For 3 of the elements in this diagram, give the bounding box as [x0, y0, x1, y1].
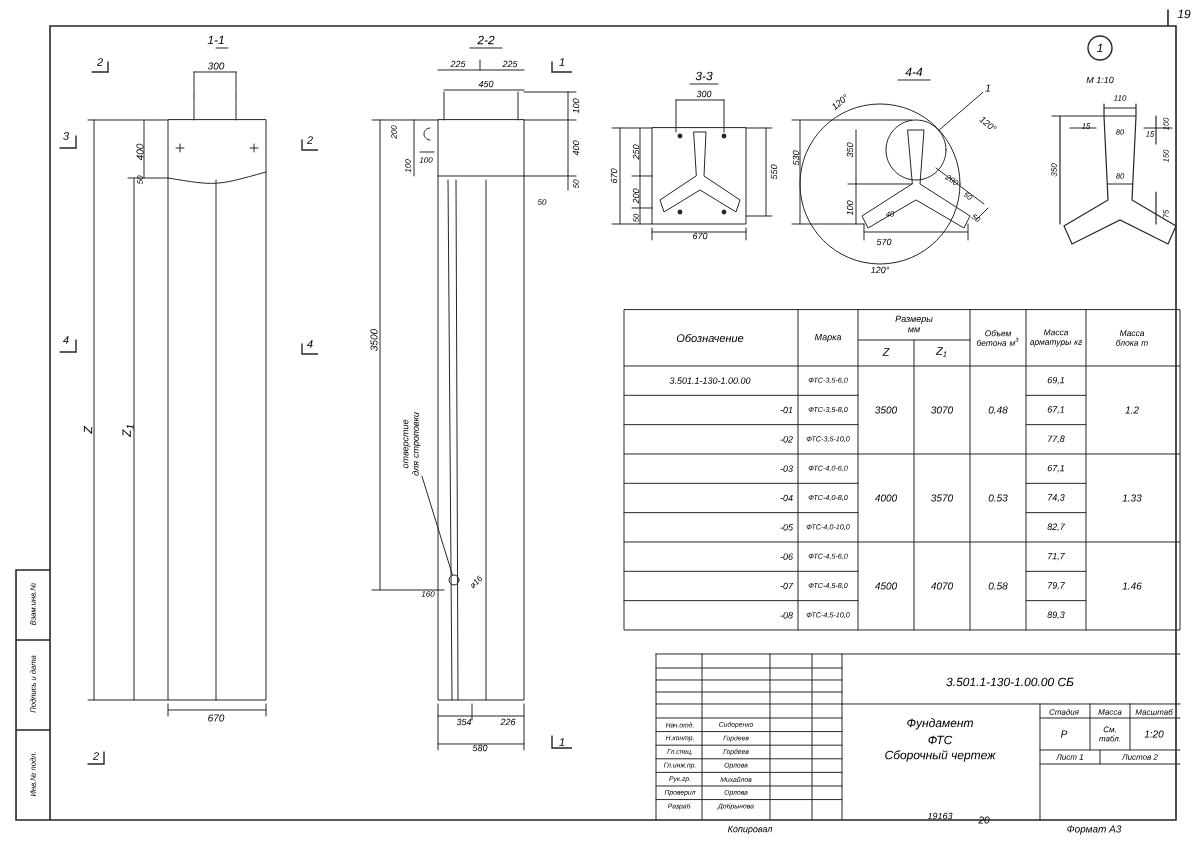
leader-line	[421, 475, 453, 576]
detail-circle	[885, 119, 947, 181]
leader-line	[938, 91, 984, 131]
